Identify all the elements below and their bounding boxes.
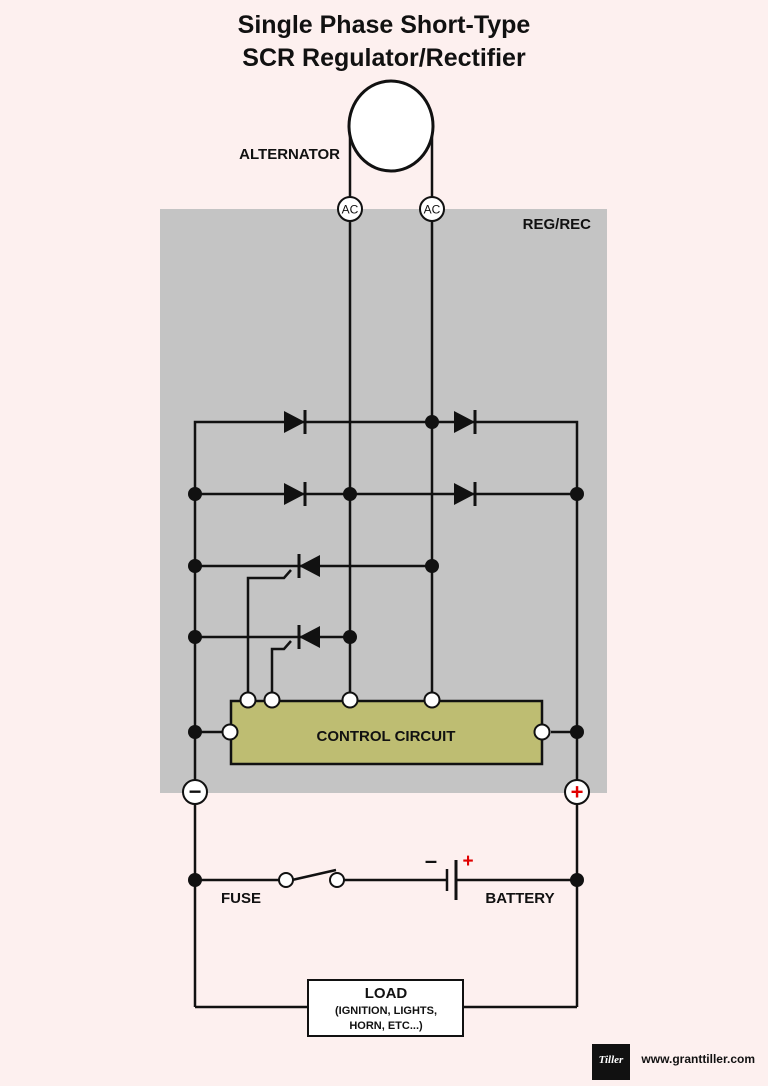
tiller-logo-text: Tiller <box>599 1054 624 1066</box>
circuit-wires <box>193 221 579 1009</box>
diode-top-left <box>284 410 307 434</box>
diode-top-right <box>454 410 477 434</box>
scr-lower <box>297 625 320 649</box>
alternator-circle <box>347 79 435 173</box>
load-title: LOAD <box>365 985 408 1002</box>
diode-middle-left <box>284 482 307 506</box>
control-circuit-terminals <box>221 691 551 741</box>
title-line-2: SCR Regulator/Rectifier <box>242 44 526 72</box>
ac-terminal-left: AC <box>337 196 363 222</box>
battery-plus-sign: + <box>462 851 473 872</box>
negative-terminal: − <box>182 779 208 805</box>
website-link[interactable]: www.granttiller.com <box>640 1052 755 1066</box>
battery-minus-sign: – <box>425 848 437 873</box>
battery-symbol <box>445 860 458 900</box>
title-line-1: Single Phase Short-Type <box>238 11 531 39</box>
ac-terminal-left-label: AC <box>342 203 359 217</box>
ac-terminal-right-label: AC <box>424 203 441 217</box>
ac-terminal-right: AC <box>419 196 445 222</box>
positive-terminal-sign: + <box>571 780 584 805</box>
fuse-switch <box>278 868 345 888</box>
fuse-label: FUSE <box>221 890 261 907</box>
control-circuit-box <box>229 699 544 766</box>
control-circuit-label: CONTROL CIRCUIT <box>317 728 456 745</box>
tiller-logo: Tiller <box>592 1044 630 1080</box>
regrec-box <box>160 209 607 793</box>
load-box <box>307 979 464 1037</box>
positive-terminal: + <box>564 779 590 805</box>
load-line-2: (IGNITION, LIGHTS, <box>335 1005 437 1017</box>
load-line-3: HORN, ETC...) <box>349 1020 423 1032</box>
negative-terminal-sign: − <box>189 779 202 804</box>
regrec-label: REG/REC <box>523 216 592 233</box>
alternator <box>347 79 435 197</box>
alternator-label: ALTERNATOR <box>239 146 340 163</box>
junction-dots <box>188 415 584 887</box>
diode-middle-right <box>454 482 477 506</box>
battery-label: BATTERY <box>485 890 554 907</box>
scr-upper <box>297 554 320 578</box>
